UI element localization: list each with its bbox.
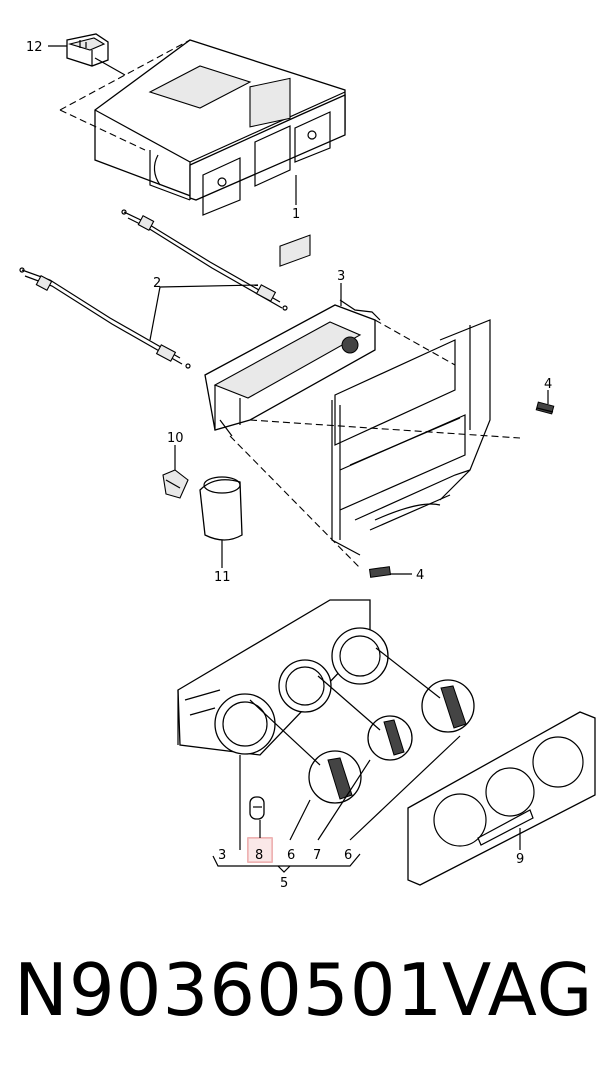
dashboard-housing [331, 319, 491, 556]
part-3-dial-housing [177, 599, 389, 756]
callout-10: 10 [167, 431, 184, 446]
callout-11: 11 [214, 570, 231, 585]
callout-9: 9 [516, 852, 524, 867]
callout-7: 7 [313, 848, 321, 863]
callout-3-bottom: 3 [218, 848, 226, 863]
part-4-screw-bottom [368, 566, 392, 578]
callout-6a: 6 [287, 848, 295, 863]
callout-2: 2 [153, 276, 161, 291]
callout-1: 1 [292, 207, 300, 222]
callout-4-right: 4 [544, 377, 552, 392]
part-3-frame [204, 234, 381, 437]
part-9-trim-panel [407, 711, 596, 886]
part-4-screw-right [535, 401, 555, 415]
part-6-knob-left [308, 750, 362, 804]
callout-4-bottom: 4 [416, 568, 424, 583]
exploded-parts-diagram: 12 1 2 [19, 33, 596, 891]
part-11-sleeve [199, 476, 243, 541]
callout-5: 5 [280, 876, 288, 891]
part-2-cables [19, 209, 288, 369]
part-8-bulb [249, 796, 265, 820]
part-1-control-unit [94, 39, 346, 216]
callout-8: 8 [255, 848, 263, 863]
footer: N90360501 VAG [0, 935, 600, 1045]
part-number: N90360501 [14, 948, 444, 1032]
callout-12: 12 [26, 40, 43, 55]
part-10-small-knob [162, 469, 189, 499]
part-7-knob-middle [367, 715, 413, 761]
callout-3-top: 3 [337, 269, 345, 284]
part-6-knob-right [421, 679, 475, 733]
part-12-switch [66, 33, 109, 67]
brand-label: VAG [442, 948, 594, 1032]
callout-6b: 6 [344, 848, 352, 863]
